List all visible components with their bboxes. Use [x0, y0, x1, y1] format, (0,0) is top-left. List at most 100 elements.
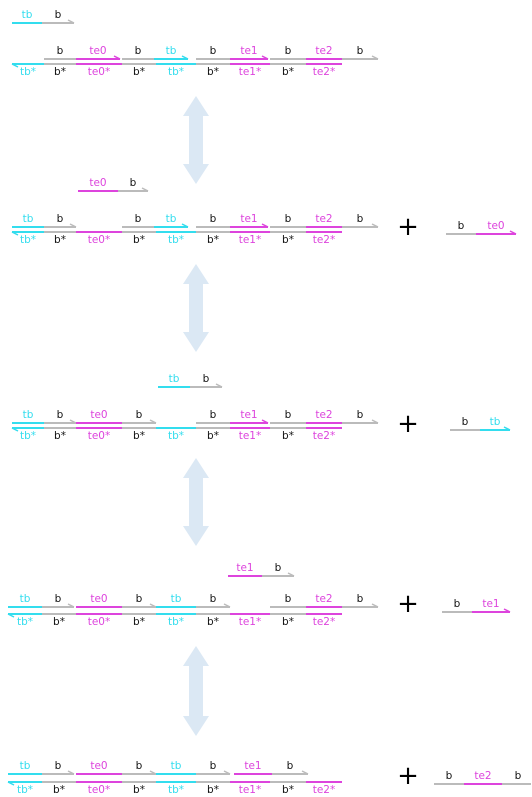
stage4-bottom-label-7: b* [282, 616, 294, 628]
stage2-released-strand-label-te0: te0 [487, 220, 504, 232]
stage4-bottom-label-1: b* [53, 616, 65, 628]
stage4-top-strand-4-arrowhead [371, 603, 379, 608]
stage3-bottom-label-7: b* [282, 430, 294, 442]
plus-sign-3: + [397, 589, 419, 619]
stage3-template-bottom-arrowhead [11, 427, 19, 432]
stage1-bottom-label-6: te1* [239, 66, 262, 78]
stage2-top-strand-2-label-b: b [135, 213, 142, 225]
stage3-bottom-label-5: b* [207, 430, 219, 442]
stage1-free-strand-arrowhead [67, 19, 75, 24]
stage3-top-strand-3-arrowhead [261, 419, 269, 424]
stage3-top-strand-4-label-b: b [357, 409, 364, 421]
stage5-top-strand-3-arrowhead [223, 770, 231, 775]
stage3-bottom-label-8: te2* [313, 430, 336, 442]
stage3-bottom-label-1: b* [54, 430, 66, 442]
stage5-released-label-2: b [515, 770, 522, 782]
reversible-arrow-3 [183, 458, 209, 546]
stage4-template-bottom-arrowhead [7, 613, 15, 618]
stage2-top-strand-3-arrowhead [261, 223, 269, 228]
stage1-top-strand-3-label-b: b [210, 45, 217, 57]
stage1-top-strand-2-label-tb: tb [166, 45, 177, 57]
stage4-top-strand-3-label-b: b [210, 593, 217, 605]
stage4-top-strand-2-label-b: b [136, 593, 143, 605]
stage4-top-strand-2-label-te0: te0 [90, 593, 107, 605]
stage3-released-strand-label-tb: tb [490, 416, 501, 428]
stage1-top-strand-1-arrowhead [113, 55, 121, 60]
stage2-top-strand-2-label-tb: tb [166, 213, 177, 225]
stage1-top-strand-3-arrowhead [261, 55, 269, 60]
stage2-bottom-label-6: te1* [239, 234, 262, 246]
stage5-top-strand-4-label-b: b [287, 760, 294, 772]
stage2-released-strand-arrowhead [509, 230, 517, 235]
stage5-bottom-label-7: b* [282, 784, 294, 796]
stage1-bottom-label-2: te0* [88, 66, 111, 78]
stage2-bottom-label-4: tb* [168, 234, 184, 246]
stage4-bottom-label-2: te0* [88, 616, 111, 628]
stage2-bottom-label-3: b* [133, 234, 145, 246]
plus-sign-1: + [397, 212, 419, 242]
stage4-free-strand-label-te1: te1 [236, 562, 253, 574]
stage2-top-strand-1-label-tb: tb [23, 213, 34, 225]
stage4-top-strand-2-arrowhead [149, 603, 157, 608]
stage3-free-strand-label-tb: tb [169, 373, 180, 385]
stage1-bottom-label-5: b* [207, 66, 219, 78]
stage3-bottom-label-0: tb* [20, 430, 36, 442]
stage4-bottom-label-3: b* [133, 616, 145, 628]
stage4-free-strand-arrowhead [287, 572, 295, 577]
stage1-top-strand-1-label-b: b [57, 45, 64, 57]
stage4-top-strand-3-arrowhead [223, 603, 231, 608]
stage2-top-strand-3-label-b: b [210, 213, 217, 225]
stage2-free-strand-label-b: b [130, 177, 137, 189]
stage1-top-strand-2-label-b: b [135, 45, 142, 57]
stage4-bottom-label-4: tb* [168, 616, 184, 628]
stage4-free-strand-label-b: b [275, 562, 282, 574]
stage1-template-bottom-arrowhead [11, 63, 19, 68]
stage4-bottom-label-8: te2* [313, 616, 336, 628]
stage5-top-strand-1-arrowhead [67, 770, 75, 775]
stage5-top-strand-3-label-b: b [210, 760, 217, 772]
stage3-top-strand-4-arrowhead [371, 419, 379, 424]
stage2-top-strand-2-arrowhead [181, 223, 189, 228]
stage3-top-strand-1-label-tb: tb [23, 409, 34, 421]
stage1-bottom-label-3: b* [133, 66, 145, 78]
stage4-bottom-label-0: tb* [17, 616, 33, 628]
stage2-top-strand-4-label-b: b [357, 213, 364, 225]
stage5-top-strand-2-arrowhead [149, 770, 157, 775]
stage4-released-strand-label-b: b [454, 598, 461, 610]
stage5-top-strand-1-label-b: b [55, 760, 62, 772]
reversible-arrow-2 [183, 264, 209, 352]
stage4-top-strand-1-arrowhead [67, 603, 75, 608]
stage1-top-strand-4-label-b: b [357, 45, 364, 57]
stage5-top-strand-3-label-tb: tb [171, 760, 182, 772]
stage3-top-strand-4-label-b: b [285, 409, 292, 421]
stage2-top-strand-4-label-b: b [285, 213, 292, 225]
stage5-bottom-label-1: b* [53, 784, 65, 796]
stage1-free-strand-label-tb: tb [22, 9, 33, 21]
stage2-bottom-label-1: b* [54, 234, 66, 246]
stage1-bottom-label-7: b* [282, 66, 294, 78]
stage1-top-strand-4-label-b: b [285, 45, 292, 57]
stage2-template-bottom-arrowhead [11, 231, 19, 236]
stage2-bottom-label-0: tb* [20, 234, 36, 246]
stage3-top-strand-1-label-b: b [57, 409, 64, 421]
stage2-free-strand-label-te0: te0 [89, 177, 106, 189]
stage4-bottom-label-6: te1* [239, 616, 262, 628]
stage2-bottom-label-8: te2* [313, 234, 336, 246]
stage1-top-strand-4-label-te2: te2 [315, 45, 332, 57]
stage2-bottom-label-2: te0* [88, 234, 111, 246]
stage4-released-strand-label-te1: te1 [482, 598, 499, 610]
stage3-free-strand-arrowhead [215, 383, 223, 388]
stage2-bottom-label-5: b* [207, 234, 219, 246]
stage3-top-strand-2-label-te0: te0 [90, 409, 107, 421]
stage4-top-strand-4-label-b: b [285, 593, 292, 605]
stage3-bottom-label-4: tb* [168, 430, 184, 442]
stage2-top-strand-3-label-te1: te1 [240, 213, 257, 225]
stage5-template-bottom-arrowhead [7, 781, 15, 786]
stage2-free-strand-arrowhead [141, 187, 149, 192]
stage5-top-strand-2-label-b: b [136, 760, 143, 772]
stage3-top-strand-2-label-b: b [136, 409, 143, 421]
stage4-top-strand-3-label-tb: tb [171, 593, 182, 605]
stage5-bottom-label-2: te0* [88, 784, 111, 796]
stage5-bottom-label-4: tb* [168, 784, 184, 796]
